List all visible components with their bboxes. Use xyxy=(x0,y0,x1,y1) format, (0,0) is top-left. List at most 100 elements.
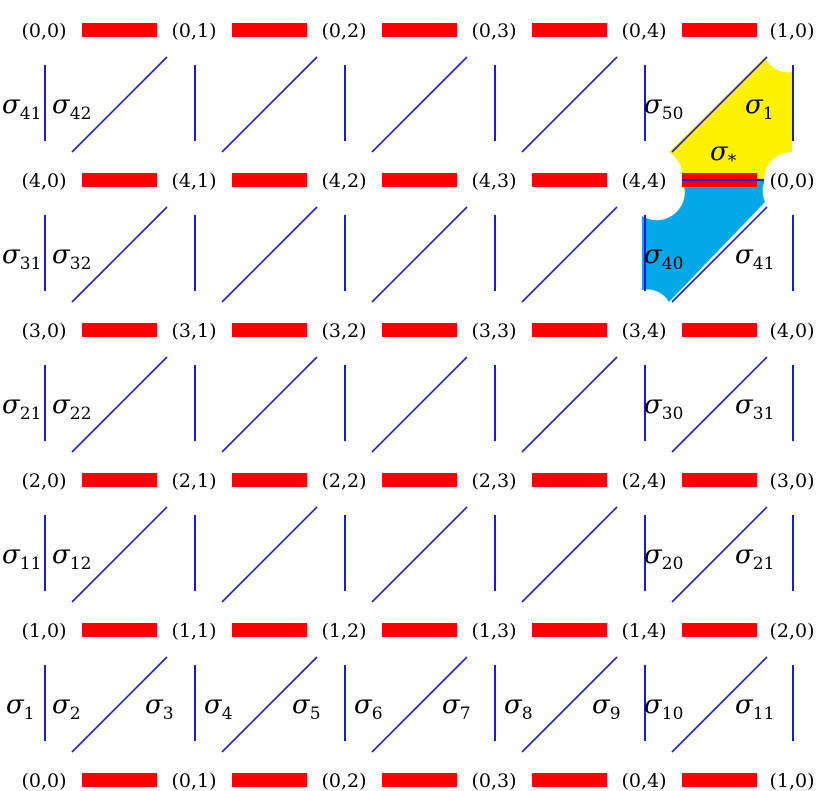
sigma-label: σ40 xyxy=(644,240,683,274)
vertex-label: (0,2) xyxy=(321,770,366,791)
red-edge xyxy=(232,773,307,787)
blue-diagonal-edge xyxy=(71,656,168,753)
vertex-label: (1,2) xyxy=(321,620,366,642)
blue-diagonal-edge xyxy=(71,56,168,153)
vertex-label: (1,3) xyxy=(471,620,516,642)
red-edge xyxy=(232,23,307,37)
sigma-label: σ5 xyxy=(292,690,321,724)
blue-diagonal-edge xyxy=(671,506,768,603)
sigma-label: σ3 xyxy=(145,690,174,724)
sigma-label: σ12 xyxy=(52,540,91,574)
blue-diagonal-edge xyxy=(521,206,618,303)
vertex-label: (1,0) xyxy=(769,770,814,791)
sigma-label: σ8 xyxy=(504,690,533,724)
vertex-label: (1,0) xyxy=(21,620,66,642)
blue-diagonal-edge xyxy=(221,506,318,603)
red-edge xyxy=(82,773,157,787)
red-edge xyxy=(382,473,457,487)
sigma-label: σ1 xyxy=(6,690,35,724)
sigma-label: σ11 xyxy=(2,540,41,574)
yellow-cell-sigma-star xyxy=(669,57,792,180)
vertex-label: (4,2) xyxy=(321,170,366,192)
vertex-label: (1,0) xyxy=(769,20,814,42)
vertex-label: (3,0) xyxy=(769,470,814,492)
blue-diagonal-edge xyxy=(521,56,618,153)
vertex-label: (2,0) xyxy=(21,470,66,492)
blue-diagonal-edge xyxy=(221,206,318,303)
blue-diagonal-edge xyxy=(71,206,168,303)
sigma-label: σ31 xyxy=(735,390,774,424)
red-edge xyxy=(682,323,757,337)
vertex-label: (0,1) xyxy=(171,20,216,42)
blue-diagonal-edge xyxy=(371,206,468,303)
vertex-label: (1,4) xyxy=(621,620,666,642)
red-edge xyxy=(682,623,757,637)
sigma-label: σ7 xyxy=(442,690,471,724)
cyan-cell-sigma-40 xyxy=(642,180,765,302)
red-edge xyxy=(232,473,307,487)
sigma-label: σ20 xyxy=(644,540,683,574)
blue-diagonal-edge xyxy=(671,56,768,153)
sigma-label: σ32 xyxy=(52,240,91,274)
sigma-label: σ6 xyxy=(354,690,383,724)
red-edge xyxy=(82,23,157,37)
red-edge xyxy=(82,623,157,637)
blue-diagonal-edge xyxy=(671,356,768,453)
red-edge xyxy=(532,473,607,487)
red-edge xyxy=(382,23,457,37)
sigma-label: σ21 xyxy=(735,540,774,574)
sigma-label: σ2 xyxy=(52,690,81,724)
red-edge xyxy=(382,773,457,787)
sigma-label: σ4 xyxy=(204,690,233,724)
vertex-label: (4,0) xyxy=(769,320,814,342)
red-edge xyxy=(82,323,157,337)
blue-diagonal-edge xyxy=(221,356,318,453)
blue-diagonal-edge xyxy=(71,506,168,603)
blue-diagonal-edge xyxy=(371,656,468,753)
vertex-label: (0,0) xyxy=(21,770,66,791)
blue-diagonal-edge xyxy=(371,356,468,453)
vertex-label: (3,2) xyxy=(321,320,366,342)
edges xyxy=(44,23,794,787)
sigma-label: σ41 xyxy=(735,240,774,274)
red-edge xyxy=(232,623,307,637)
vertex-label: (2,3) xyxy=(471,470,516,492)
vertex-label: (0,2) xyxy=(321,20,366,42)
vertex-label: (0,0) xyxy=(769,170,814,192)
blue-diagonal-edge xyxy=(71,356,168,453)
sigma-label: σ42 xyxy=(52,90,91,124)
sigma-label: σ50 xyxy=(644,90,683,124)
red-edge xyxy=(682,473,757,487)
vertex-label: (2,4) xyxy=(621,470,666,492)
red-edge xyxy=(532,173,607,187)
red-edge xyxy=(82,173,157,187)
red-edge xyxy=(232,323,307,337)
labels: (0,0)(0,1)(0,2)(0,3)(0,4)(1,0)(4,0)(4,1)… xyxy=(2,20,820,791)
vertex-label: (4,1) xyxy=(171,170,216,192)
sigma-label: σ41 xyxy=(2,90,41,124)
blue-diagonal-edge xyxy=(221,56,318,153)
blue-diagonal-edge xyxy=(671,656,768,753)
sigma-label: σ30 xyxy=(644,390,683,424)
blue-diagonal-edge xyxy=(371,506,468,603)
red-edge xyxy=(682,773,757,787)
sigma-label: σ22 xyxy=(52,390,91,424)
vertex-label: (3,4) xyxy=(621,320,666,342)
vertex-label: (0,1) xyxy=(171,770,216,791)
vertex-label: (3,1) xyxy=(171,320,216,342)
red-edge xyxy=(532,773,607,787)
red-edge xyxy=(382,623,457,637)
blue-diagonal-edge xyxy=(221,656,318,753)
vertex-label: (0,3) xyxy=(471,770,516,791)
red-edge xyxy=(682,23,757,37)
vertex-label: (4,3) xyxy=(471,170,516,192)
vertex-label: (2,1) xyxy=(171,470,216,492)
sigma-label: σ21 xyxy=(2,390,41,424)
red-edge xyxy=(532,623,607,637)
node-disc xyxy=(764,152,820,208)
blue-diagonal-edge xyxy=(521,506,618,603)
node-disc xyxy=(616,152,672,208)
blue-diagonal-edge xyxy=(371,56,468,153)
sigma-label: σ10 xyxy=(644,690,683,724)
